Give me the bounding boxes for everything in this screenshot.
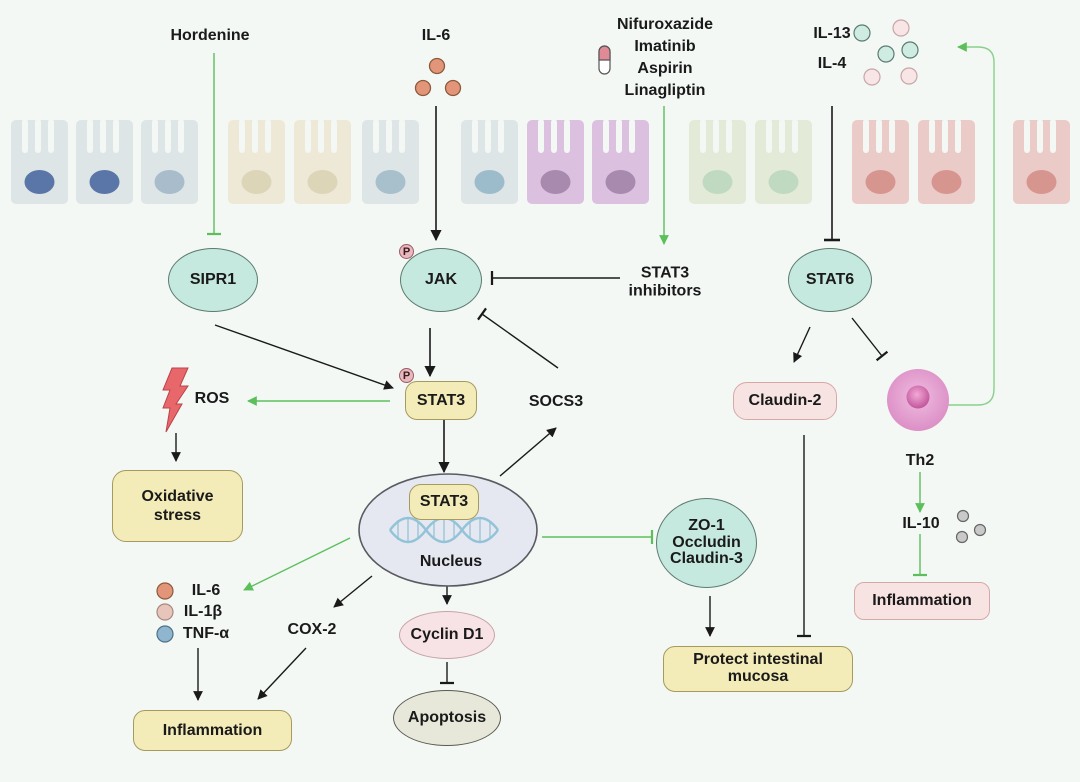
protect-mucosa-node: Protect intestinal mucosa [663, 646, 853, 692]
edge-th2-il13 [948, 42, 995, 406]
epithelial-cell [294, 119, 351, 204]
cell-nucleus [865, 170, 896, 194]
edge-nucleus-cox2 [333, 575, 373, 608]
claudin2-node: Claudin-2 [733, 382, 837, 420]
stat3-node: STAT3 [405, 381, 477, 420]
cell-nucleus [702, 170, 733, 194]
epithelial-cell [228, 119, 285, 204]
zo1-label: ZO-1 [688, 516, 725, 534]
edge-stat6-claudin2 [793, 326, 811, 363]
epithelial-cell [592, 119, 649, 204]
cytokine-dots [156, 582, 174, 643]
epithelial-cell [1013, 119, 1070, 204]
socs3-label: SOCS3 [528, 392, 584, 410]
stat3-inhibitors-line2: inhibitors [628, 283, 702, 300]
lightning-icon [162, 367, 189, 433]
cell-nucleus [1026, 170, 1057, 194]
jak-node: JAK [400, 248, 482, 312]
drug-linagliptin: Linagliptin [624, 82, 706, 99]
il13-il4-molecules-icon [853, 19, 919, 86]
epithelium-layer [11, 119, 1070, 204]
cell-nucleus [24, 170, 55, 194]
cell-nucleus [605, 170, 636, 194]
cell-nucleus [307, 170, 338, 194]
epithelial-cell [11, 119, 68, 204]
occludin-label: Occludin [672, 533, 741, 551]
edge-nucleus-socs3 [499, 427, 557, 477]
il1b-dot-icon [156, 603, 174, 621]
ros-label: ROS [194, 389, 230, 407]
epithelial-cell [689, 119, 746, 204]
cell-nucleus [89, 170, 120, 194]
cytokine-il1b-label: IL-1β [183, 602, 223, 620]
cell-nucleus [241, 170, 272, 194]
il6-top-label: IL-6 [421, 26, 451, 44]
epithelial-cell [141, 119, 198, 204]
th2-cell-icon [887, 369, 949, 431]
drug-aspirin: Aspirin [637, 60, 693, 77]
tnfa-dot-icon [156, 625, 174, 643]
claudin3-label: Claudin-3 [670, 550, 743, 568]
edge-sipr1-stat3 [214, 324, 394, 390]
il10-label: IL-10 [902, 514, 940, 532]
cox2-label: COX-2 [287, 620, 337, 638]
epithelial-cell [918, 119, 975, 204]
il6-dot-icon [156, 582, 174, 600]
cell-nucleus [931, 170, 962, 194]
oxidative-stress-line2: stress [153, 507, 202, 524]
oxidative-stress-node: Oxidative stress [112, 470, 243, 542]
inflammation-right-node: Inflammation [854, 582, 990, 620]
stat3-phospho-badge: P [399, 368, 414, 383]
nucleus-ellipse [358, 473, 538, 587]
protect-mucosa-line2: mucosa [727, 668, 789, 685]
epithelial-cell [76, 119, 133, 204]
epithelial-cell [755, 119, 812, 204]
stat3-inhibitors-line1: STAT3 [640, 264, 690, 282]
stat3-inhibitors-label: STAT3 inhibitors [629, 265, 702, 302]
th2-label: Th2 [905, 451, 935, 469]
cyclin-d1-node: Cyclin D1 [399, 611, 495, 659]
epithelial-cell [527, 119, 584, 204]
il4-label: IL-4 [817, 54, 847, 72]
hordenine-label: Hordenine [170, 26, 250, 44]
edges [171, 42, 995, 701]
cell-nucleus [474, 170, 505, 194]
nuclear-stat3-node: STAT3 [409, 484, 479, 520]
edge-cox2-inflammation [257, 647, 307, 700]
epithelial-cell [461, 119, 518, 204]
nucleus-label: Nucleus [419, 552, 483, 570]
inflammation-left-node: Inflammation [133, 710, 292, 751]
cell-nucleus [154, 170, 185, 194]
sipr1-node: SIPR1 [168, 248, 258, 312]
cytokine-tnfa-label: TNF-α [182, 624, 230, 642]
apoptosis-node: Apoptosis [393, 690, 501, 746]
epithelial-cell [362, 119, 419, 204]
il10-molecules-icon [955, 509, 987, 544]
cell-nucleus [375, 170, 406, 194]
protect-mucosa-line1: Protect intestinal [693, 651, 823, 669]
il6-molecules-icon [414, 57, 462, 97]
drug-nifuroxazide: Nifuroxazide [616, 16, 714, 33]
drug-list: Nifuroxazide Imatinib Aspirin Linaglipti… [617, 14, 713, 102]
edge-nucleus-cytokines [243, 537, 351, 591]
epithelial-cell [852, 119, 909, 204]
drug-imatinib: Imatinib [634, 38, 696, 55]
jak-phospho-badge: P [399, 244, 414, 259]
pill-icon [598, 45, 611, 75]
cell-nucleus [540, 170, 571, 194]
cytokine-il6-label: IL-6 [191, 581, 221, 599]
tight-junction-node: ZO-1 Occludin Claudin-3 [656, 498, 757, 588]
il13-label: IL-13 [813, 24, 851, 42]
stat6-node: STAT6 [788, 248, 872, 312]
oxidative-stress-line1: Oxidative [141, 487, 214, 505]
edge-socs3-jak [477, 307, 559, 369]
cell-nucleus [768, 170, 799, 194]
edge-stat6-th2 [851, 317, 889, 362]
